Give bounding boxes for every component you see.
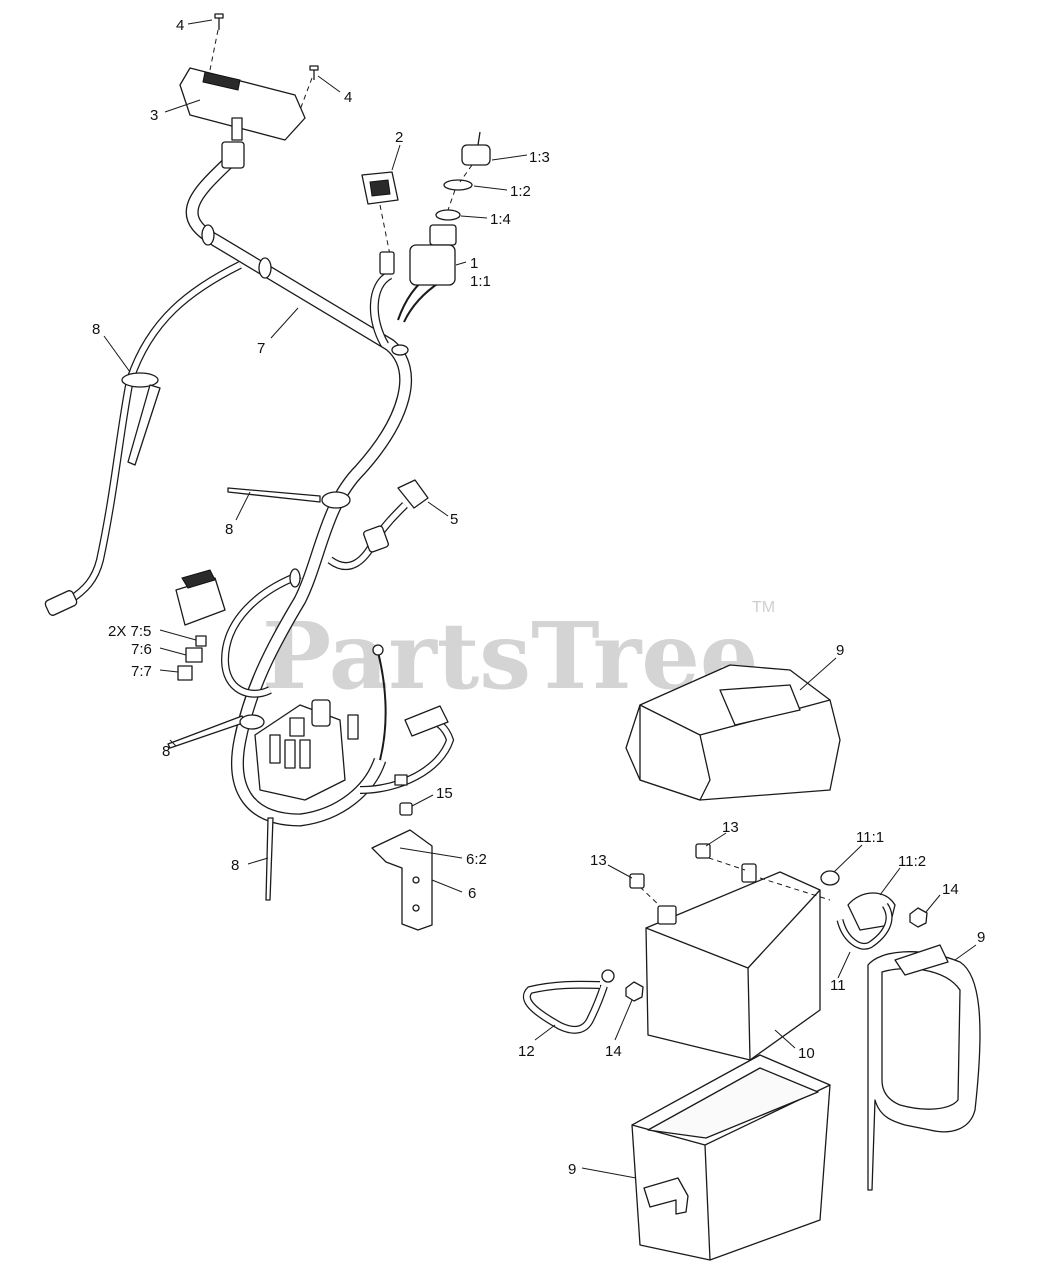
relay-module: [175, 569, 226, 681]
bolt-13a: [629, 873, 645, 889]
callout-7-6: 7:6: [131, 641, 152, 658]
callout-15: 15: [436, 785, 453, 802]
wire-harness: [67, 155, 455, 827]
callout-8c: 8: [162, 743, 170, 760]
connector-5: [363, 479, 429, 553]
screw-4b: [309, 65, 319, 80]
cable-11: [820, 870, 896, 950]
callout-1: 1: [470, 255, 478, 272]
battery-strap: [867, 944, 981, 1191]
callout-7-7: 7:7: [131, 663, 152, 680]
callout-6: 6: [468, 885, 476, 902]
bracket-6: [371, 829, 433, 931]
cable-tie-8c: [167, 714, 265, 749]
cable-tie-8b: [227, 487, 351, 509]
cable-tie-8d: [265, 817, 274, 901]
battery-tray: [631, 1054, 831, 1261]
callout-14a: 14: [942, 881, 959, 898]
callout-1-2: 1:2: [510, 183, 531, 200]
callout-labels: 4 4 3 2 1:3 1:2 1:4 1 1:1 8 7 8 5 2X 7:5…: [92, 17, 985, 1178]
callout-3: 3: [150, 107, 158, 124]
ignition-switch: [409, 131, 491, 286]
callout-6-2: 6:2: [466, 851, 487, 868]
callout-2: 2: [395, 129, 403, 146]
callout-8b: 8: [225, 521, 233, 538]
callout-13b: 13: [590, 852, 607, 869]
callout-14b: 14: [605, 1043, 622, 1060]
callout-9c: 9: [568, 1161, 576, 1178]
bolt-13b: [695, 843, 711, 859]
callout-1-4: 1:4: [490, 211, 511, 228]
switch-2: [361, 171, 399, 275]
callout-11: 11: [830, 977, 846, 994]
nut-14a: [909, 907, 928, 928]
cable-12: [522, 969, 615, 1034]
watermark-trademark: TM: [752, 599, 775, 616]
callout-9b: 9: [977, 929, 985, 946]
callout-7: 7: [257, 340, 265, 357]
leader-lines: [103, 19, 977, 1179]
battery-cover: [625, 664, 841, 801]
callout-4a: 4: [176, 17, 184, 34]
fuse-block: [254, 699, 449, 801]
callout-4b: 4: [344, 89, 352, 106]
instrument-panel: [179, 29, 313, 169]
callout-7-5: 2X 7:5: [108, 623, 151, 640]
callout-10: 10: [798, 1045, 815, 1062]
callout-9a: 9: [836, 642, 844, 659]
left-plug: [44, 590, 78, 616]
screw-4a: [214, 13, 224, 30]
nut-14b: [625, 981, 644, 1002]
callout-13a: 13: [722, 819, 739, 836]
callout-11-1: 11:1: [856, 829, 884, 846]
callout-12: 12: [518, 1043, 535, 1060]
battery-10: [639, 854, 831, 1061]
callout-1-3: 1:3: [529, 149, 550, 166]
callout-5: 5: [450, 511, 458, 528]
callout-8d: 8: [231, 857, 239, 874]
callout-1-1: 1:1: [470, 273, 491, 290]
cable-tie-8a: [121, 372, 161, 466]
bolt-15: [399, 802, 413, 816]
callout-11-2: 11:2: [898, 853, 926, 870]
callout-8a: 8: [92, 321, 100, 338]
